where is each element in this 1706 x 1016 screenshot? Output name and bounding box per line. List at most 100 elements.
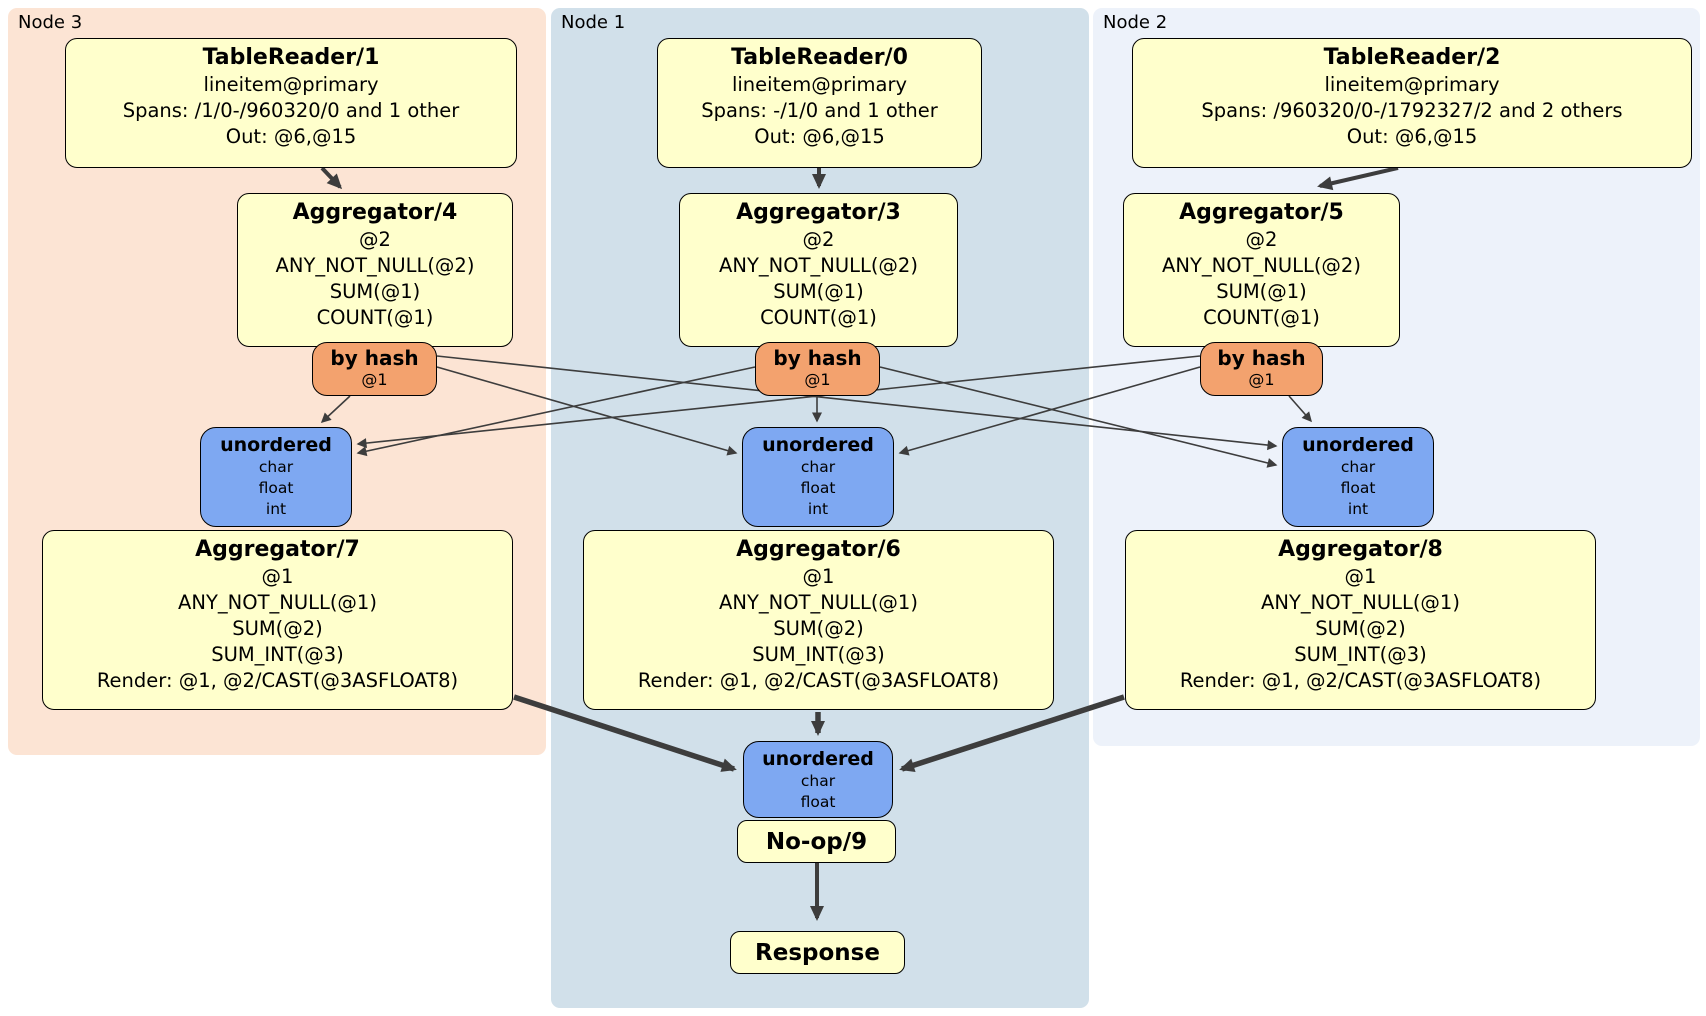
- tablereader-2-out: Out: @6,@15: [1346, 125, 1478, 148]
- aggregator-6-title: Aggregator/6: [736, 537, 901, 562]
- aggregator-5-fn2: SUM(@1): [1216, 280, 1307, 303]
- aggregator-3-fn3: COUNT(@1): [760, 306, 877, 329]
- edge-byhash2-sync1: [898, 366, 1201, 456]
- aggregator-3-fn1: ANY_NOT_NULL(@2): [719, 254, 918, 277]
- tablereader-0-out: Out: @6,@15: [754, 125, 885, 148]
- tablereader-2-spans: Spans: /960320/0-/1792327/2 and 2 others: [1201, 99, 1623, 122]
- unordered-sync-node2: unordered char float int: [1282, 427, 1434, 527]
- node1-region-label: Node 1: [561, 12, 626, 33]
- edge-byhash2-sync2: [1288, 395, 1312, 423]
- unordered-sync-node3-col1: char: [258, 458, 294, 476]
- aggregator-4-group: @2: [359, 228, 391, 251]
- aggregator-8-fn1: ANY_NOT_NULL(@1): [1261, 591, 1460, 614]
- unordered-sync-node3-title: unordered: [220, 434, 332, 456]
- edge-tablereader2-aggregator5: [1317, 166, 1399, 191]
- edge-tablereader1-aggregator4: [320, 166, 343, 190]
- unordered-sync-final: unordered char float: [743, 741, 893, 818]
- response-title: Response: [755, 939, 880, 966]
- byhash-router-node2-title: by hash: [1217, 346, 1306, 370]
- aggregator-7-group: @1: [261, 565, 294, 588]
- tablereader-0-box: TableReader/0 lineitem@primary Spans: -/…: [657, 38, 982, 168]
- unordered-sync-final-col2: float: [800, 793, 836, 811]
- aggregator-5-fn1: ANY_NOT_NULL(@2): [1162, 254, 1361, 277]
- aggregator-8-fn2: SUM(@2): [1315, 617, 1406, 640]
- aggregator-6-render: Render: @1, @2/CAST(@3ASFLOAT8): [637, 669, 1000, 692]
- tablereader-1-index: lineitem@primary: [203, 73, 379, 96]
- noop-9-title: No-op/9: [765, 828, 868, 855]
- aggregator-8-render: Render: @1, @2/CAST(@3ASFLOAT8): [1179, 669, 1542, 692]
- aggregator-8-title: Aggregator/8: [1278, 537, 1443, 562]
- unordered-sync-node2-title: unordered: [1302, 434, 1414, 456]
- aggregator-6-fn3: SUM_INT(@3): [752, 643, 885, 666]
- aggregator-4-title: Aggregator/4: [292, 200, 458, 225]
- aggregator-3-title: Aggregator/3: [736, 200, 901, 225]
- node2-region-label: Node 2: [1103, 12, 1168, 33]
- tablereader-0-title: TableReader/0: [731, 45, 908, 70]
- byhash-router-node3-key: @1: [361, 370, 388, 389]
- tablereader-1-box: TableReader/1 lineitem@primary Spans: /1…: [65, 38, 517, 168]
- aggregator-6-box: Aggregator/6 @1 ANY_NOT_NULL(@1) SUM(@2)…: [583, 530, 1054, 710]
- aggregator-5-title: Aggregator/5: [1179, 200, 1344, 225]
- aggregator-8-group: @1: [1344, 565, 1377, 588]
- aggregator-8-fn3: SUM_INT(@3): [1294, 643, 1427, 666]
- aggregator-6-fn2: SUM(@2): [773, 617, 864, 640]
- aggregator-3-fn2: SUM(@1): [773, 280, 864, 303]
- unordered-sync-node2-col3: int: [1347, 500, 1369, 518]
- edge-aggregator8-finalsync: [899, 694, 1125, 772]
- byhash-router-node1: by hash @1: [755, 342, 880, 396]
- tablereader-1-title: TableReader/1: [202, 45, 380, 70]
- edge-byhash3-sync3: [320, 395, 351, 424]
- aggregator-4-fn2: SUM(@1): [329, 280, 421, 303]
- unordered-sync-node2-col2: float: [1340, 479, 1376, 497]
- tablereader-2-title: TableReader/2: [1323, 45, 1501, 70]
- aggregator-8-box: Aggregator/8 @1 ANY_NOT_NULL(@1) SUM(@2)…: [1125, 530, 1596, 710]
- tablereader-0-index: lineitem@primary: [731, 73, 908, 96]
- aggregator-7-box: Aggregator/7 @1 ANY_NOT_NULL(@1) SUM(@2)…: [42, 530, 513, 710]
- aggregator-6-group: @1: [802, 565, 835, 588]
- tablereader-1-out: Out: @6,@15: [225, 125, 357, 148]
- byhash-router-node1-key: @1: [804, 370, 831, 389]
- aggregator-4-box: Aggregator/4 @2 ANY_NOT_NULL(@2) SUM(@1)…: [237, 193, 513, 347]
- aggregator-7-fn2: SUM(@2): [232, 617, 323, 640]
- unordered-sync-node1-col3: int: [807, 500, 829, 518]
- aggregator-3-box: Aggregator/3 @2 ANY_NOT_NULL(@2) SUM(@1)…: [679, 193, 958, 347]
- response-box: Response: [730, 931, 905, 974]
- node3-region-label: Node 3: [18, 12, 83, 33]
- unordered-sync-node1: unordered char float int: [742, 427, 894, 527]
- tablereader-1-spans: Spans: /1/0-/960320/0 and 1 other: [122, 99, 460, 122]
- tablereader-2-box: TableReader/2 lineitem@primary Spans: /9…: [1132, 38, 1692, 168]
- unordered-sync-node2-col1: char: [1340, 458, 1376, 476]
- aggregator-7-fn3: SUM_INT(@3): [211, 643, 344, 666]
- unordered-sync-node3-col3: int: [265, 500, 287, 518]
- edge-byhash2-sync3: [356, 355, 1201, 449]
- aggregator-7-title: Aggregator/7: [195, 537, 360, 562]
- unordered-sync-final-title: unordered: [762, 748, 874, 770]
- noop-9-box: No-op/9: [737, 820, 896, 863]
- aggregator-7-render: Render: @1, @2/CAST(@3ASFLOAT8): [96, 669, 459, 692]
- aggregator-6-fn1: ANY_NOT_NULL(@1): [719, 591, 918, 614]
- byhash-router-node3: by hash @1: [312, 342, 437, 396]
- unordered-sync-node3-col2: float: [258, 479, 294, 497]
- aggregator-5-fn3: COUNT(@1): [1203, 306, 1320, 329]
- unordered-sync-final-col1: char: [800, 772, 836, 790]
- aggregator-3-group: @2: [802, 228, 835, 251]
- unordered-sync-node3: unordered char float int: [200, 427, 352, 527]
- edge-byhash1-sync3: [356, 366, 756, 457]
- byhash-router-node3-title: by hash: [330, 346, 419, 370]
- aggregator-4-fn3: COUNT(@1): [316, 306, 434, 329]
- tablereader-2-index: lineitem@primary: [1324, 73, 1500, 96]
- unordered-sync-node1-col2: float: [800, 479, 836, 497]
- aggregator-5-group: @2: [1245, 228, 1278, 251]
- tablereader-0-spans: Spans: -/1/0 and 1 other: [701, 99, 938, 122]
- edge-byhash3-sync1: [436, 366, 738, 456]
- byhash-router-node2-key: @1: [1248, 370, 1275, 389]
- byhash-router-node2: by hash @1: [1200, 342, 1323, 396]
- byhash-router-node1-title: by hash: [773, 346, 862, 370]
- aggregator-7-fn1: ANY_NOT_NULL(@1): [178, 591, 377, 614]
- aggregator-4-fn1: ANY_NOT_NULL(@2): [275, 254, 475, 277]
- unordered-sync-node1-col1: char: [800, 458, 836, 476]
- edge-aggregator7-finalsync: [513, 694, 737, 772]
- unordered-sync-node1-title: unordered: [762, 434, 874, 456]
